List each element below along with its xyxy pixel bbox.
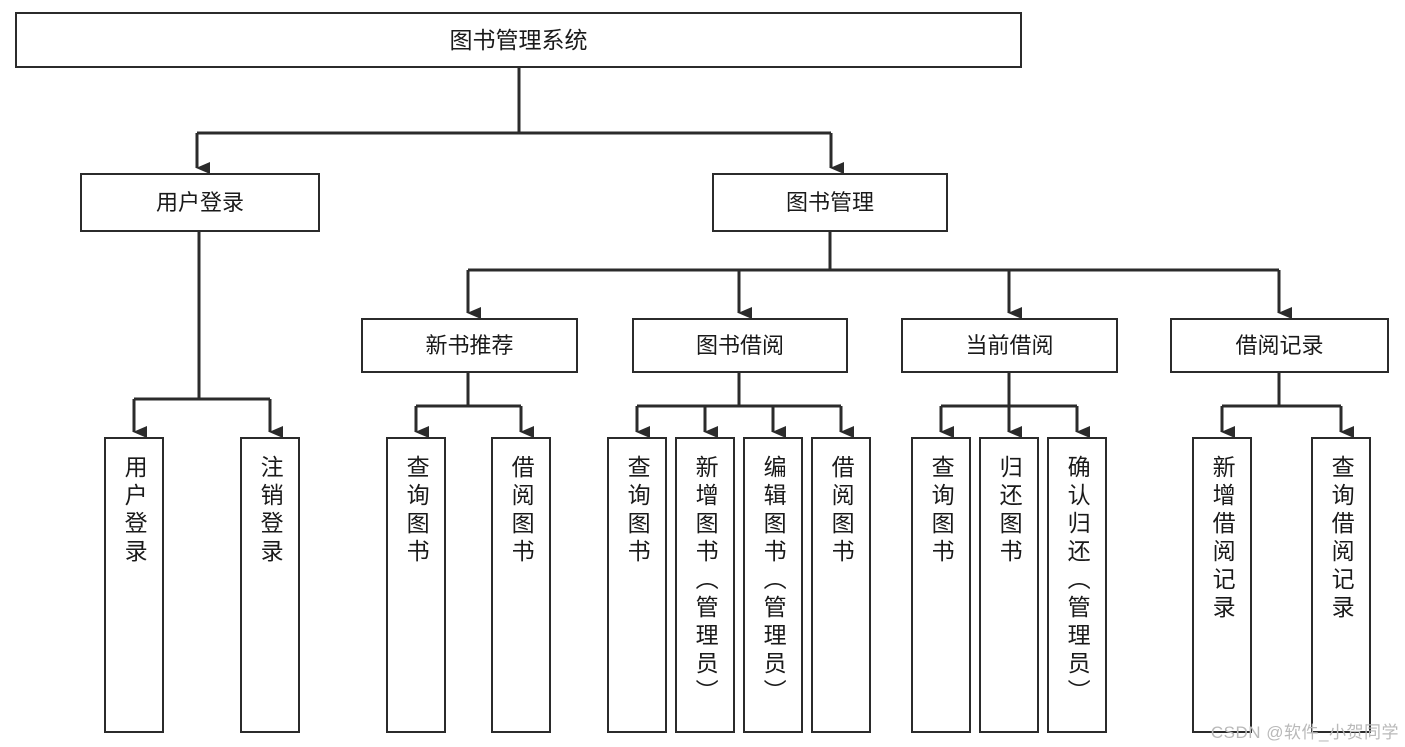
node-label: 用户登录 (121, 455, 148, 567)
node-label: 新增图书（管理员） (692, 455, 719, 707)
node-leaf-confirm-return[interactable]: 确认归还（管理员） (1047, 437, 1107, 733)
node-label: 图书管理系统 (449, 26, 588, 53)
node-label: 查询图书 (403, 455, 430, 567)
node-label: 图书管理 (785, 189, 874, 215)
node-label: 确认归还（管理员） (1064, 455, 1091, 707)
node-leaf-query-book-2[interactable]: 查询图书 (607, 437, 667, 733)
node-label: 借阅图书 (508, 455, 535, 567)
node-leaf-query-record[interactable]: 查询借阅记录 (1311, 437, 1371, 733)
node-leaf-logout-login[interactable]: 注销登录 (240, 437, 300, 733)
node-leaf-edit-book[interactable]: 编辑图书（管理员） (743, 437, 803, 733)
node-book-manage[interactable]: 图书管理 (712, 173, 948, 232)
node-current-borrow[interactable]: 当前借阅 (901, 318, 1118, 373)
node-label: 借阅记录 (1235, 332, 1324, 358)
node-label: 用户登录 (155, 189, 244, 215)
node-leaf-return-book[interactable]: 归还图书 (979, 437, 1039, 733)
csdn-watermark: CSDN @软件_小贺同学 (1210, 723, 1399, 742)
node-label: 注销登录 (257, 455, 284, 567)
node-label: 借阅图书 (828, 455, 855, 567)
node-borrow-record[interactable]: 借阅记录 (1170, 318, 1389, 373)
node-root-system[interactable]: 图书管理系统 (15, 12, 1022, 68)
node-leaf-add-record[interactable]: 新增借阅记录 (1192, 437, 1252, 733)
node-label: 归还图书 (996, 455, 1023, 567)
node-new-book-recommend[interactable]: 新书推荐 (361, 318, 578, 373)
node-label: 编辑图书（管理员） (760, 455, 787, 707)
node-leaf-borrow-book-1[interactable]: 借阅图书 (491, 437, 551, 733)
node-leaf-user-login[interactable]: 用户登录 (104, 437, 164, 733)
node-label: 新书推荐 (425, 332, 514, 358)
node-leaf-add-book[interactable]: 新增图书（管理员） (675, 437, 735, 733)
node-leaf-borrow-book-2[interactable]: 借阅图书 (811, 437, 871, 733)
node-label: 查询图书 (624, 455, 651, 567)
node-label: 新增借阅记录 (1209, 455, 1236, 623)
node-book-borrow[interactable]: 图书借阅 (632, 318, 848, 373)
node-label: 查询借阅记录 (1328, 455, 1355, 623)
node-label: 查询图书 (928, 455, 955, 567)
node-label: 图书借阅 (695, 332, 784, 358)
node-leaf-query-book-1[interactable]: 查询图书 (386, 437, 446, 733)
node-label: 当前借阅 (965, 332, 1054, 358)
node-leaf-query-book-3[interactable]: 查询图书 (911, 437, 971, 733)
node-user-login[interactable]: 用户登录 (80, 173, 320, 232)
